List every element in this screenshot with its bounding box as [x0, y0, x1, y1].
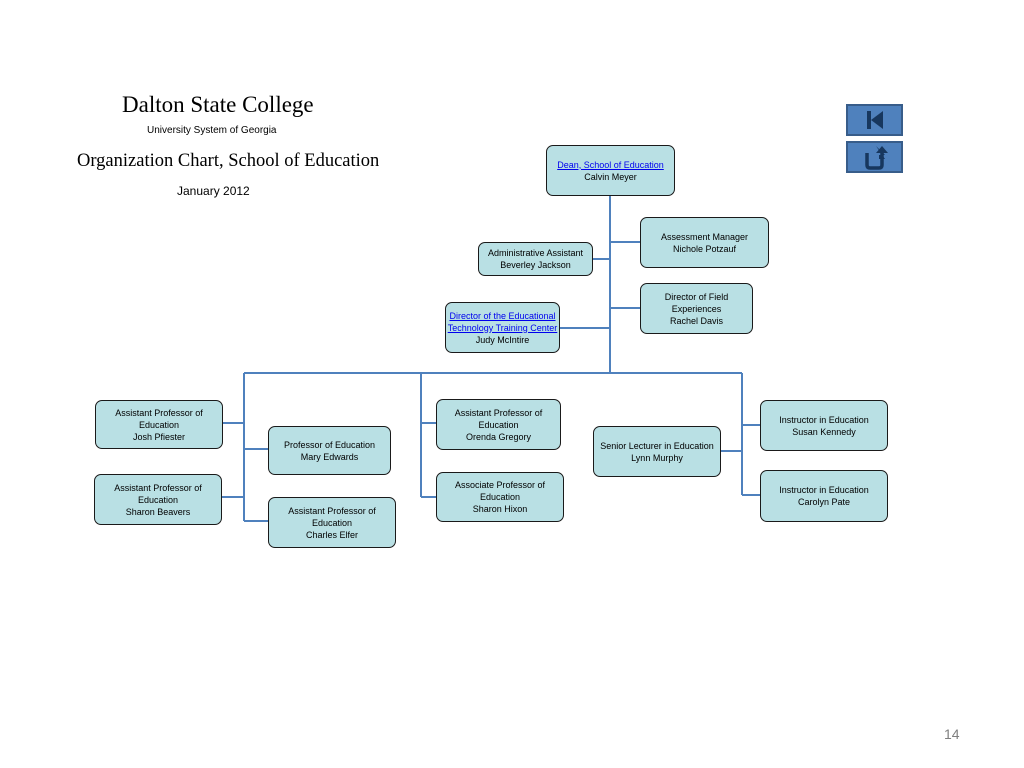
pfiester-name: Josh Pfiester: [132, 431, 186, 442]
hixon-name: Sharon Hixon: [472, 504, 528, 514]
edwards-title: Professor of Education: [283, 439, 376, 450]
hixon-title: Associate Professor of Education: [454, 480, 546, 502]
chart-date: January 2012: [177, 184, 250, 198]
node-sharon-beavers: Assistant Professor of Education Sharon …: [94, 474, 222, 525]
pate-title: Instructor in Education: [779, 485, 869, 495]
node-mary-edwards: Professor of Education Mary Edwards: [268, 426, 391, 475]
node-director-edtech: Director of the Educational Technology T…: [445, 302, 560, 353]
kennedy-name: Susan Kennedy: [792, 426, 856, 437]
chart-title: Organization Chart, School of Education: [77, 151, 380, 171]
assessment-manager-title: Assessment Manager: [660, 231, 749, 242]
dean-name: Calvin Meyer: [584, 171, 637, 182]
college-name: Dalton State College: [122, 92, 314, 117]
node-assessment-manager: Assessment Manager Nichole Potzauf: [640, 217, 769, 268]
edwards-name: Mary Edwards: [300, 451, 359, 462]
node-dean: Dean, School of Education Calvin Meyer: [546, 145, 675, 196]
page-number: 14: [944, 726, 960, 742]
node-orenda-gregory: Assistant Professor of Education Orenda …: [436, 399, 561, 450]
pate-name: Carolyn Pate: [797, 497, 851, 507]
edtech-name: Judy McIntire: [475, 334, 530, 345]
edtech-title-link[interactable]: Director of the Educational Technology T…: [447, 310, 558, 333]
node-carolyn-pate: Instructor in Education Carolyn Pate: [760, 470, 888, 522]
director-field-name: Rachel Davis: [669, 315, 724, 326]
elfer-name: Charles Elfer: [305, 529, 359, 540]
beavers-title: Assistant Professor of Education: [114, 482, 202, 505]
beavers-name: Sharon Beavers: [125, 506, 191, 517]
skip-to-first-icon: [867, 111, 883, 129]
gregory-title: Assistant Professor of Education: [454, 407, 543, 430]
return-arrow-icon: [865, 146, 888, 170]
kennedy-title: Instructor in Education: [779, 414, 869, 425]
pfiester-title: Assistant Professor of Education: [115, 407, 203, 430]
assessment-manager-name: Nichole Potzauf: [672, 243, 737, 254]
return-button[interactable]: [846, 141, 903, 173]
administrative-assistant-name: Beverley Jackson: [500, 260, 571, 270]
director-field-title: Director of Field Experiences: [664, 291, 729, 314]
node-susan-kennedy: Instructor in Education Susan Kennedy: [760, 400, 888, 451]
node-director-field-experiences: Director of Field Experiences Rachel Dav…: [640, 283, 753, 334]
murphy-name: Lynn Murphy: [631, 452, 683, 463]
gregory-name: Orenda Gregory: [465, 431, 532, 442]
node-sharon-hixon: Associate Professor of Education Sharon …: [436, 472, 564, 522]
dean-title-link[interactable]: Dean, School of Education: [557, 159, 664, 170]
elfer-title: Assistant Professor of Education: [288, 505, 376, 528]
university-system: University System of Georgia: [147, 125, 277, 136]
murphy-title: Senior Lecturer in Education: [600, 440, 714, 451]
first-slide-button[interactable]: [846, 104, 903, 136]
node-charles-elfer: Assistant Professor of Education Charles…: [268, 497, 396, 548]
node-lynn-murphy: Senior Lecturer in Education Lynn Murphy: [593, 426, 721, 477]
node-josh-pfiester: Assistant Professor of Education Josh Pf…: [95, 400, 223, 449]
administrative-assistant-title: Administrative Assistant: [487, 248, 584, 258]
node-administrative-assistant: Administrative Assistant Beverley Jackso…: [478, 242, 593, 276]
